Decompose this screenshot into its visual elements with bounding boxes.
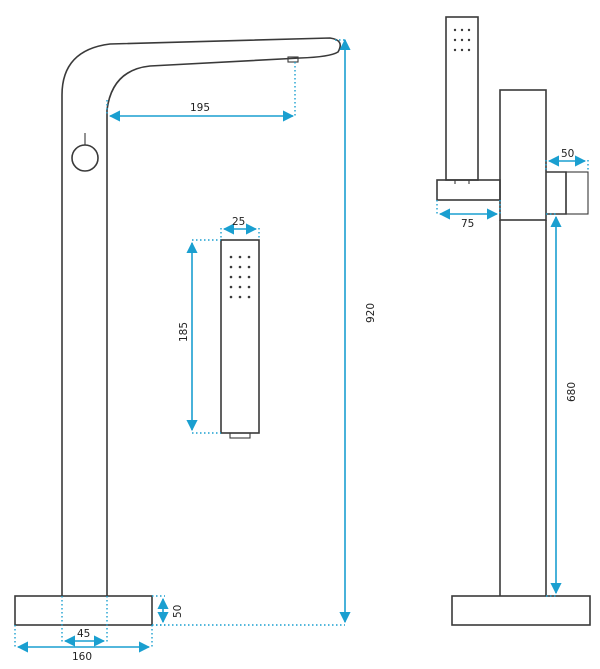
hand-shower-front [220,239,260,439]
front-view: 195 25 185 920 50 45 160 [14,37,377,663]
spray-hole [229,295,233,299]
spray-hole [467,38,471,42]
spray-hole [247,275,251,279]
side-outlet [546,171,567,215]
column-upper [499,89,547,221]
spray-hole [229,265,233,269]
faucet-base [14,595,153,626]
control-knob [71,144,99,172]
dim-label-hand-shower-length: 185 [178,322,190,342]
spray-hole [238,275,242,279]
dim-label-column-width: 45 [77,628,90,640]
spray-hole [238,295,242,299]
spray-hole [229,275,233,279]
dim-label-holder-depth: 75 [461,218,474,230]
dim-label-base-width: 160 [72,651,92,663]
dim-label-hand-shower-width: 25 [232,216,245,228]
spray-hole [460,28,464,32]
hand-shower-side [445,16,479,184]
dim-label-holder-height: 680 [566,382,578,402]
spray-hole [467,28,471,32]
spray-hole [247,295,251,299]
dim-label-holder-width: 50 [561,148,574,160]
spray-hole [238,265,242,269]
spray-hole [453,48,457,52]
dim-label-base-height: 50 [172,605,184,618]
faucet-column-outline [61,37,341,596]
spray-hole [229,285,233,289]
spray-hole [238,255,242,259]
aerator [287,56,299,63]
spray-hole [460,38,464,42]
spray-hole [467,48,471,52]
spray-hole [238,285,242,289]
side-base [451,595,591,626]
spray-hole [247,285,251,289]
spray-hole [453,38,457,42]
spray-hole [453,28,457,32]
spray-hole [460,48,464,52]
spray-hole [247,255,251,259]
spray-hole [247,265,251,269]
side-view: 75 50 680 [436,16,591,626]
spray-hole [229,255,233,259]
dim-label-total-height: 920 [365,303,377,323]
dim-label-spout-reach: 195 [190,102,210,114]
